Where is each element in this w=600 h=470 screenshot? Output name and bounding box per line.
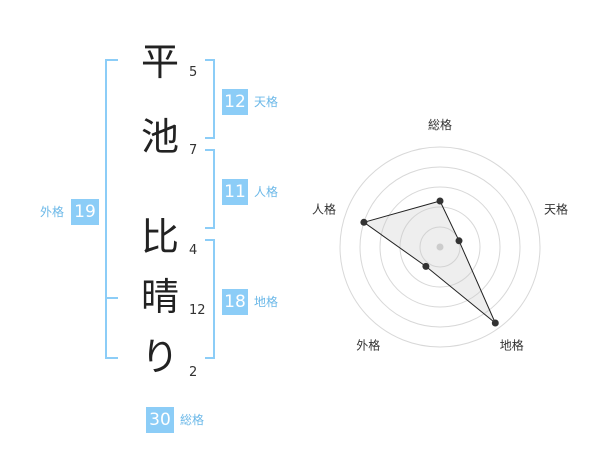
chikaku-label: 地格 bbox=[254, 295, 279, 309]
stroke-count-1: 5 bbox=[189, 65, 198, 80]
radar-center-dot bbox=[436, 243, 444, 251]
jinkaku-bracket bbox=[205, 149, 215, 229]
radar-axis-label-1: 総格 bbox=[428, 117, 452, 132]
radar-ring-1 bbox=[419, 226, 461, 268]
gaikaku-label: 外格 bbox=[40, 205, 65, 219]
radar-axis-label-5: 人格 bbox=[312, 201, 336, 216]
stroke-count-4: 12 bbox=[189, 303, 206, 318]
radar-series-area bbox=[362, 200, 496, 324]
radar-point-1 bbox=[436, 197, 444, 205]
gaikaku-value: 19 bbox=[71, 199, 99, 225]
tenkaku-bracket bbox=[205, 59, 215, 139]
jinkaku-value: 11 bbox=[222, 179, 248, 205]
stroke-count-3: 4 bbox=[189, 243, 198, 258]
gaikaku-bracket bbox=[105, 59, 118, 359]
name-char-1: 平 bbox=[140, 40, 179, 84]
radar-point-5 bbox=[360, 218, 368, 226]
radar-ring-2 bbox=[399, 206, 481, 288]
tenkaku-label: 天格 bbox=[254, 95, 279, 109]
radar-axis-label-2: 天格 bbox=[544, 201, 568, 216]
radar-ring-5 bbox=[339, 146, 541, 348]
name-char-2: 池 bbox=[140, 115, 179, 159]
radar-point-4 bbox=[422, 262, 430, 270]
soukaku-label: 総格 bbox=[180, 413, 205, 427]
radar-point-3 bbox=[491, 319, 499, 327]
chikaku-value: 18 bbox=[222, 289, 248, 315]
name-char-4: 晴 bbox=[140, 275, 179, 319]
radar-axis-label-3: 地格 bbox=[500, 338, 524, 353]
chikaku-bracket bbox=[205, 239, 215, 359]
stroke-count-2: 7 bbox=[189, 143, 198, 158]
name-char-3: 比 bbox=[140, 215, 179, 259]
radar-axis-label-4: 外格 bbox=[356, 338, 380, 353]
radar-ring-4 bbox=[359, 166, 521, 328]
soukaku-value: 30 bbox=[146, 407, 174, 433]
radar-point-2 bbox=[455, 237, 463, 245]
name-char-5: り bbox=[140, 335, 179, 379]
stroke-count-5: 2 bbox=[189, 365, 198, 380]
tenkaku-value: 12 bbox=[222, 89, 248, 115]
radar-ring-3 bbox=[379, 186, 501, 308]
jinkaku-label: 人格 bbox=[254, 185, 279, 199]
